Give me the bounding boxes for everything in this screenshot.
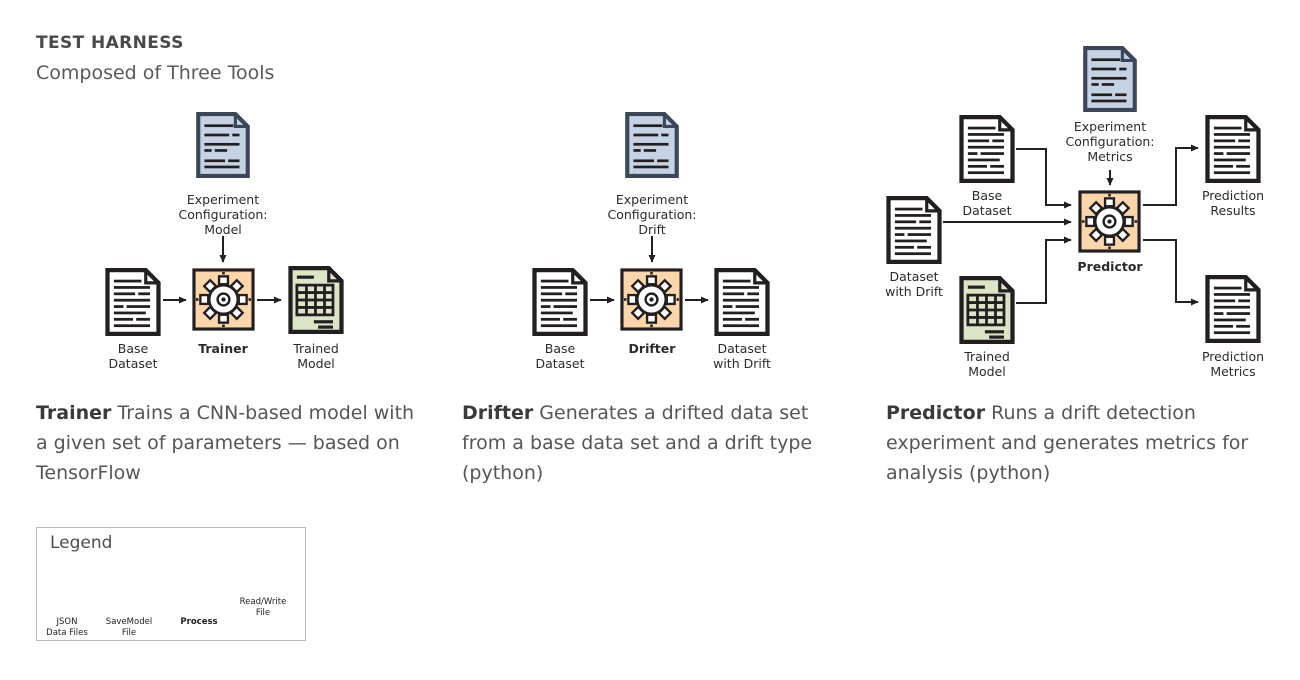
prediction-metrics-icon[interactable]	[1208, 277, 1259, 341]
predictor-description-title: Predictor	[886, 402, 986, 424]
page-subtitle: Composed of Three Tools	[36, 62, 275, 84]
drifter-flow	[535, 114, 768, 334]
legend-title: Legend	[50, 533, 113, 553]
drifter-description-title: Drifter	[462, 402, 534, 424]
trainer-description-title: Trainer	[36, 402, 112, 424]
label-trained-model: Trained Model	[293, 341, 339, 371]
label-experiment-config-metrics: Experiment Configuration: Metrics	[1065, 119, 1155, 164]
label-trainer-process: Trainer	[198, 341, 248, 356]
drifter-description: Drifter Generates a drifted data set fro…	[462, 398, 842, 488]
label-base-dataset: Base Dataset	[108, 341, 158, 371]
legend-label-json-file: JSON Data Files	[46, 617, 88, 638]
predictor-flow	[889, 48, 1259, 342]
base-dataset-icon[interactable]	[108, 270, 159, 334]
predictor-description-body: Runs a drift detection experiment and ge…	[886, 402, 1249, 484]
experiment-config-drift-icon[interactable]	[627, 114, 677, 176]
legend-label-savedmodel-file: SaveModel File	[105, 617, 153, 638]
arrow-trained-model-to-predictor	[1016, 236, 1072, 304]
trainer-description: Trainer Trains a CNN-based model with a …	[36, 398, 416, 488]
trainer-process-icon[interactable]	[192, 268, 255, 331]
label-experiment-config-model: Experiment Configuration: Model	[178, 192, 268, 237]
prediction-results-icon[interactable]	[1208, 117, 1259, 181]
predictor-process-icon[interactable]	[1078, 190, 1141, 253]
legend-box	[36, 527, 306, 641]
trainer-description-body: Trains a CNN-based model with a given se…	[36, 402, 415, 484]
base-dataset-icon-2[interactable]	[535, 270, 586, 334]
label-prediction-results: Prediction Results	[1201, 188, 1265, 218]
label-predictor-process: Predictor	[1077, 259, 1143, 274]
label-predictor-base-dataset: Base Dataset	[962, 188, 1012, 218]
label-dataset-with-drift: Dataset with Drift	[713, 341, 771, 371]
label-prediction-metrics: Prediction Metrics	[1201, 349, 1265, 379]
arrow-predictor-to-metrics	[1143, 239, 1199, 306]
arrow-predictor-to-results	[1143, 144, 1199, 206]
drifter-description-body: Generates a drifted data set from a base…	[462, 402, 813, 484]
arrow-base-dataset-to-predictor	[1016, 148, 1072, 209]
label-experiment-config-drift: Experiment Configuration: Drift	[607, 192, 697, 237]
predictor-base-dataset-icon[interactable]	[962, 117, 1013, 181]
legend-label-process: Process	[180, 617, 218, 627]
experiment-config-model-icon[interactable]	[198, 114, 248, 176]
dataset-with-drift-icon[interactable]	[717, 270, 768, 334]
label-base-dataset-2: Base Dataset	[535, 341, 585, 371]
label-predictor-trained-model: Trained Model	[964, 349, 1010, 379]
predictor-trained-model-icon[interactable]	[962, 278, 1013, 342]
legend-label-read-write-file: Read/Write File	[239, 597, 287, 618]
drifter-process-icon[interactable]	[620, 268, 683, 331]
page-title: TEST HARNESS	[36, 33, 184, 53]
experiment-config-metrics-icon[interactable]	[1085, 48, 1135, 110]
predictor-description: Predictor Runs a drift detection experim…	[886, 398, 1266, 488]
label-drifter-process: Drifter	[628, 341, 676, 356]
trained-model-icon[interactable]	[291, 268, 342, 332]
trainer-flow	[108, 114, 342, 334]
label-predictor-dataset-with-drift: Dataset with Drift	[885, 269, 943, 299]
